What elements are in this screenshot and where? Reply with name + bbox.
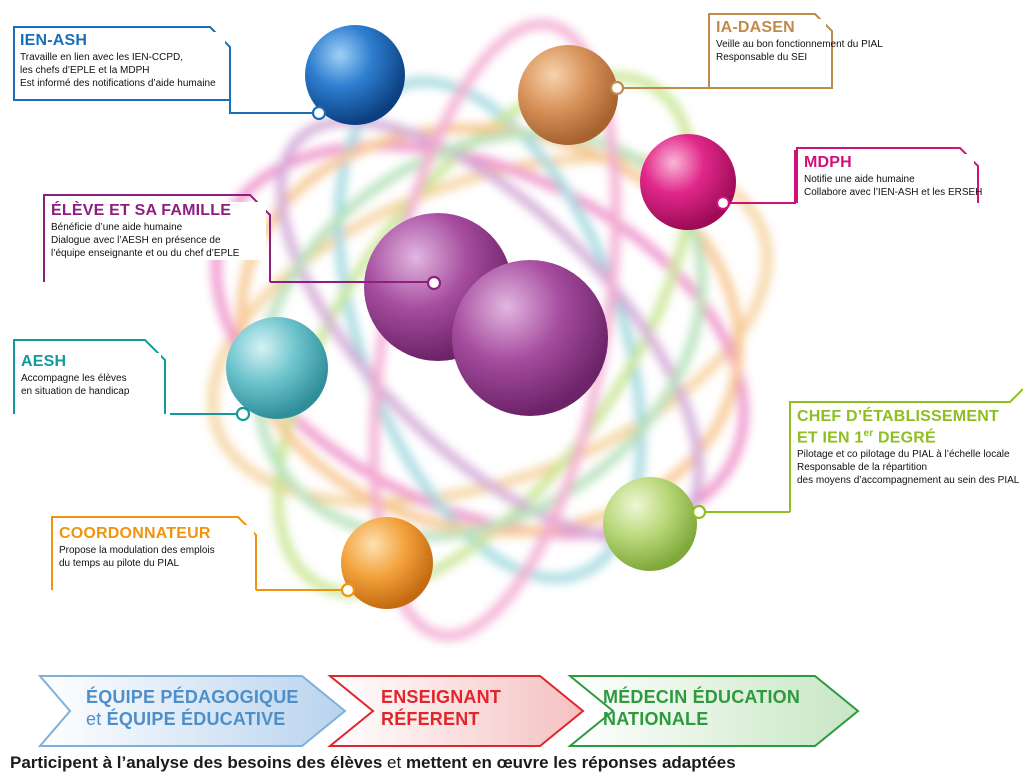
role-ien-ash: IEN-ASH Travaille en lien avec les IEN-C… xyxy=(20,32,225,90)
role-title-suffix: DEGRÉ xyxy=(873,429,936,447)
role-line: Responsable de la répartition xyxy=(797,462,928,474)
role-eleve: ÉLÈVE ET SA FAMILLE Bénéficie d’une aide… xyxy=(51,202,266,260)
aesh-sphere xyxy=(226,317,328,419)
role-line: l’équipe enseignante et ou du chef d’EPL… xyxy=(51,248,240,259)
chef-node xyxy=(691,504,707,520)
role-line: Est informé des notifications d’aide hum… xyxy=(20,78,216,89)
role-line: du temps au pilote du PIAL xyxy=(59,558,180,569)
role-ia-dasen: IA-DASEN Veille au bon fonctionnement du… xyxy=(716,19,883,64)
role-line: Bénéficie d’une aide humaine xyxy=(51,222,183,233)
role-line: Propose la modulation des emplois xyxy=(59,545,215,556)
role-title-line2: ET IEN 1er DEGRÉ xyxy=(797,425,1019,446)
role-line: en situation de handicap xyxy=(21,386,130,397)
ien-ash-sphere xyxy=(305,25,405,125)
role-title: AESH xyxy=(21,353,67,370)
role-line: Collabore avec l’IEN-ASH et les ERSEH xyxy=(804,187,983,198)
eleve-sphere-front xyxy=(452,260,608,416)
role-line: Veille au bon fonctionnement du PIAL xyxy=(716,39,883,50)
role-line: Travaille en lien avec les IEN-CCPD, xyxy=(20,52,184,63)
role-line: des moyens d’accompagnement au sein des … xyxy=(797,475,1020,487)
caption-part1: Participent à l’analyse des besoins des … xyxy=(10,753,383,772)
role-line: Notifie une aide humaine xyxy=(804,174,915,185)
band-medecin: MÉDECIN ÉDUCATION NATIONALE xyxy=(603,686,800,730)
ia-dasen-sphere xyxy=(518,45,618,145)
role-title: COORDONNATEUR xyxy=(59,525,211,542)
mdph-node xyxy=(715,195,731,211)
band-equipe-line1: ÉQUIPE PÉDAGOGIQUE xyxy=(86,687,299,707)
caption-part3: mettent en œuvre les réponses adaptées xyxy=(405,753,736,772)
band-medecin-line1: MÉDECIN ÉDUCATION xyxy=(603,687,801,707)
role-coordonnateur: COORDONNATEUR Propose la modulation des … xyxy=(59,525,254,570)
bottom-caption: Participent à l’analyse des besoins des … xyxy=(10,752,736,774)
role-line: les chefs d’EPLE et la MDPH xyxy=(20,65,150,76)
role-line: Pilotage et co pilotage du PIAL à l’éche… xyxy=(797,449,1010,461)
band-equipe: ÉQUIPE PÉDAGOGIQUE et ÉQUIPE ÉDUCATIVE xyxy=(86,686,299,730)
chef-sphere xyxy=(603,477,697,571)
role-aesh: AESH Accompagne les élèves en situation … xyxy=(21,353,161,398)
role-chef: CHEF D’ÉTABLISSEMENT ET IEN 1er DEGRÉ Pi… xyxy=(797,408,1020,488)
role-line: Accompagne les élèves xyxy=(21,373,127,384)
role-title: MDPH xyxy=(804,154,852,171)
eleve-node xyxy=(426,275,442,291)
caption-part2: et xyxy=(382,753,406,772)
mdph-sphere xyxy=(640,134,736,230)
role-line: Dialogue avec l’AESH en présence de xyxy=(51,235,221,246)
coordonnateur-sphere xyxy=(341,517,433,609)
role-title: IA-DASEN xyxy=(716,19,795,36)
coordonnateur-node xyxy=(340,582,356,598)
role-title-prefix: ET IEN 1 xyxy=(797,429,864,447)
role-mdph: MDPH Notifie une aide humaine Collabore … xyxy=(804,154,983,199)
band-equipe-line2: ÉQUIPE ÉDUCATIVE xyxy=(106,709,286,729)
ien-ash-node xyxy=(311,105,327,121)
band-enseignant-line1: ENSEIGNANT xyxy=(381,687,502,707)
band-equipe-shape xyxy=(37,675,347,747)
ia-dasen-node xyxy=(609,80,625,96)
role-title-line1: CHEF D’ÉTABLISSEMENT xyxy=(797,408,999,425)
role-title: IEN-ASH xyxy=(20,32,88,49)
role-line: Responsable du SEI xyxy=(716,52,808,63)
band-medecin-line2: NATIONALE xyxy=(603,709,709,729)
band-medecin-shape xyxy=(567,675,860,747)
band-enseignant-shape xyxy=(327,675,585,747)
band-equipe-conj: et xyxy=(86,709,102,729)
role-title-sup: er xyxy=(863,428,874,439)
band-enseignant: ENSEIGNANT RÉFERENT xyxy=(381,686,501,730)
aesh-node xyxy=(235,406,251,422)
band-enseignant-line2: RÉFERENT xyxy=(381,709,480,729)
role-title: ÉLÈVE ET SA FAMILLE xyxy=(51,202,232,219)
